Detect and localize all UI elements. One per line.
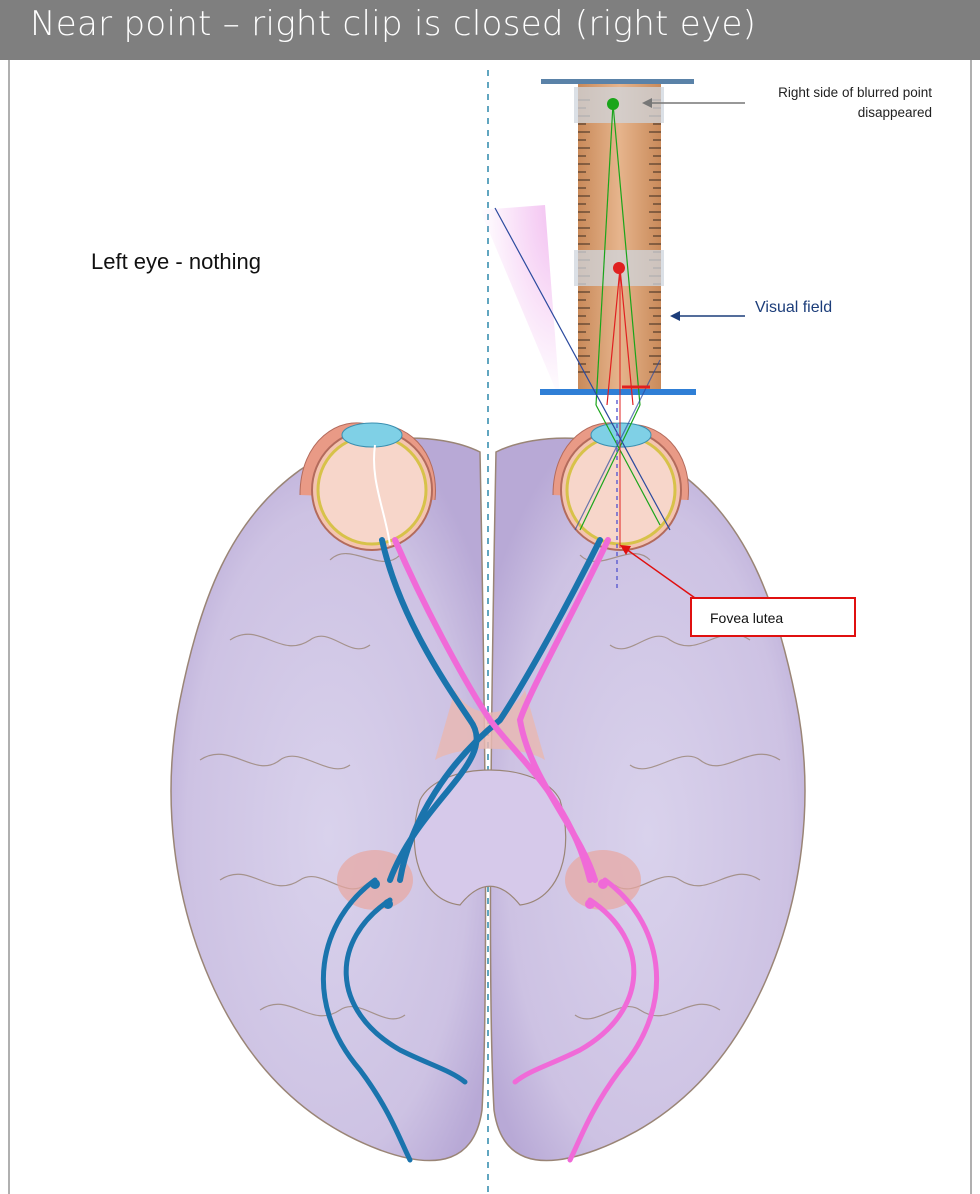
far-point-dot [607, 98, 619, 110]
arrow-visual-field [670, 311, 745, 321]
visual-field-label: Visual field [755, 299, 832, 317]
right-side-label: Right side of blurred point disappeared [742, 83, 932, 123]
synapse [585, 899, 595, 909]
fovea-label: Fovea lutea [710, 610, 783, 626]
left-eye-label: Left eye - nothing [91, 249, 261, 275]
ruler [540, 79, 696, 395]
synapse [370, 879, 380, 889]
slide-title: Near point – right clip is closed (right… [30, 4, 756, 44]
fovea-callout: Fovea lutea [690, 597, 856, 637]
title-bar: Near point – right clip is closed (right… [0, 0, 980, 60]
synapse [598, 879, 608, 889]
near-point-dot [613, 262, 625, 274]
synapse [383, 899, 393, 909]
visual-field-glow [480, 205, 560, 400]
